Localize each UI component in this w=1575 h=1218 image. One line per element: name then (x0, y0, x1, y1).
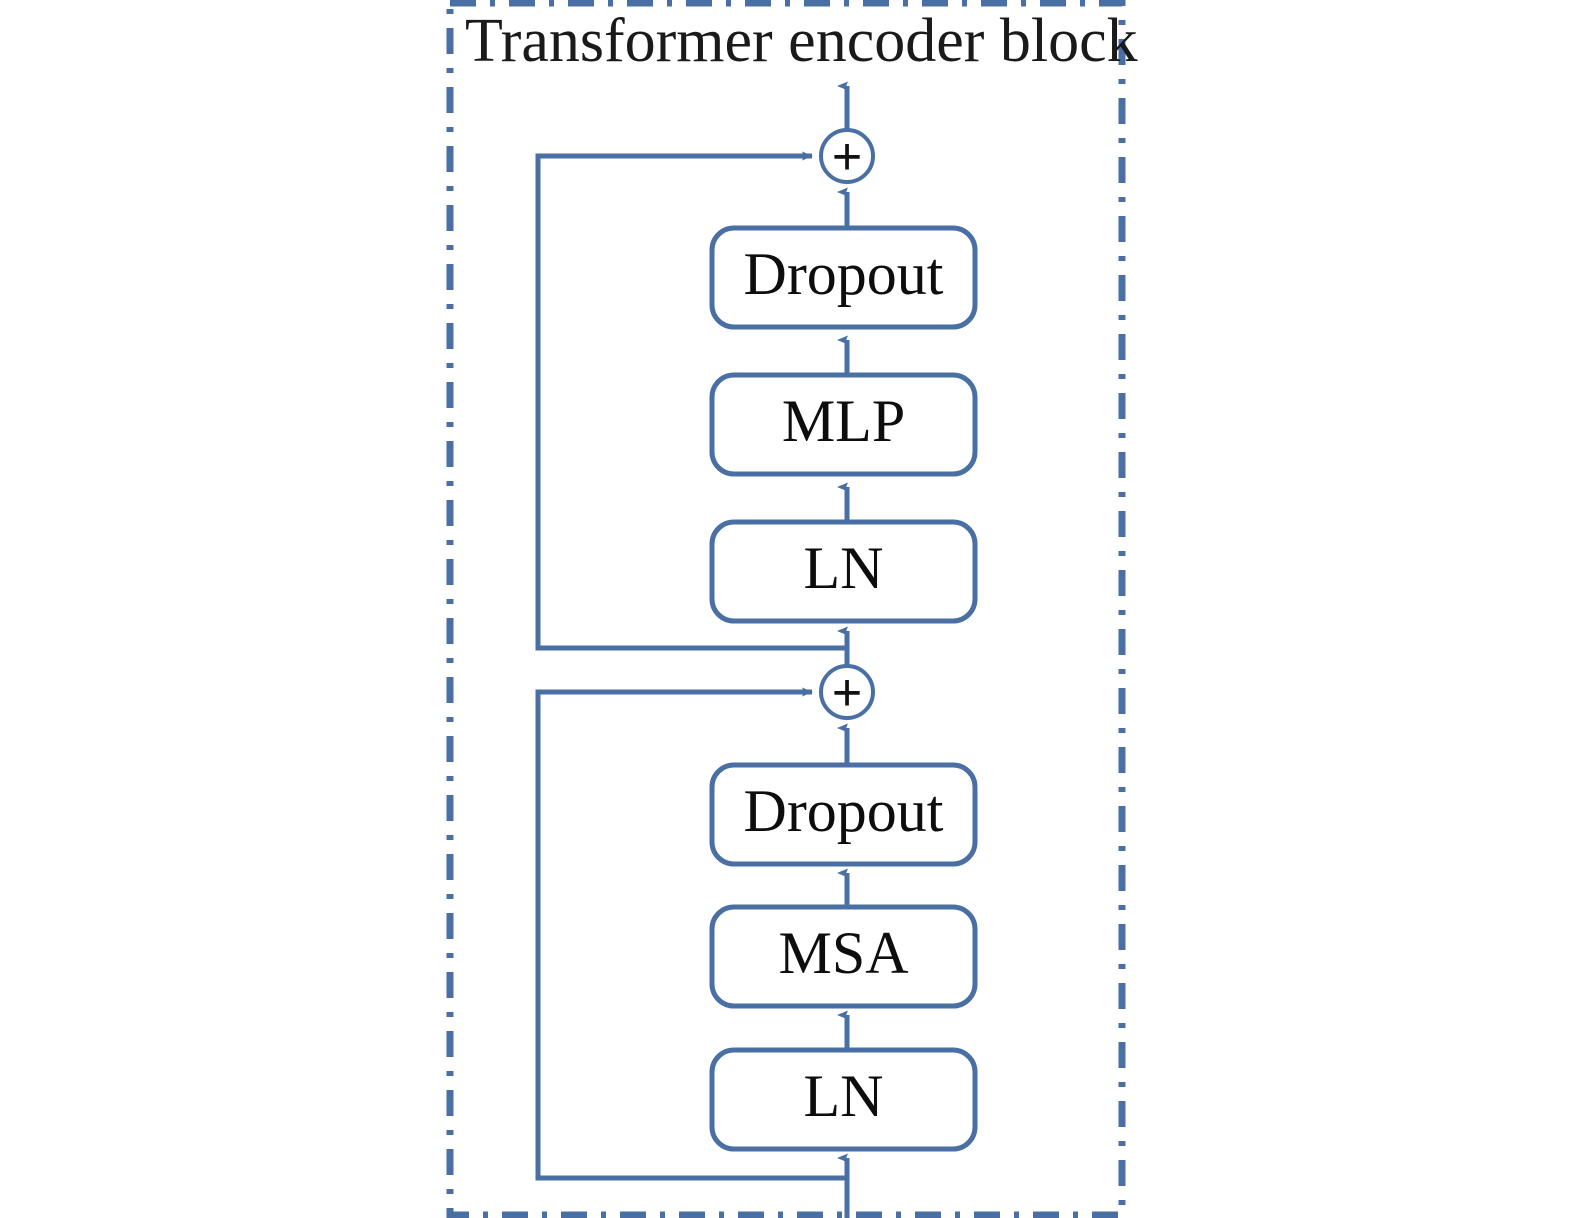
block-dropout-top[interactable]: Dropout (709, 225, 978, 330)
block-label: Dropout (744, 241, 944, 307)
residual-connection-top (535, 151, 847, 651)
block-ln-bottom[interactable]: LN (709, 1047, 978, 1152)
adder-circle (819, 664, 875, 720)
adder-top[interactable]: + (819, 128, 875, 186)
block-box (709, 1047, 978, 1152)
plus-icon: + (832, 664, 862, 722)
block-box (709, 762, 978, 867)
block-mlp[interactable]: MLP (709, 372, 978, 477)
block-ln-top[interactable]: LN (709, 519, 978, 624)
block-box (709, 372, 978, 477)
adder-bottom[interactable]: + (819, 664, 875, 722)
page-title: Transformer encoder block (465, 7, 1138, 75)
residual-connection-bottom (535, 687, 847, 1181)
plus-icon: + (832, 128, 862, 186)
block-label: Dropout (744, 778, 944, 844)
block-label: MLP (782, 388, 905, 454)
adder-circle (819, 128, 875, 184)
block-msa[interactable]: MSA (709, 904, 978, 1009)
block-label: LN (804, 1063, 884, 1129)
block-label: LN (804, 535, 884, 601)
block-box (709, 904, 978, 1009)
block-box (709, 225, 978, 330)
block-label: MSA (778, 920, 908, 986)
block-dropout-bottom[interactable]: Dropout (709, 762, 978, 867)
block-box (709, 519, 978, 624)
encoder-block-container (446, 0, 1126, 1218)
